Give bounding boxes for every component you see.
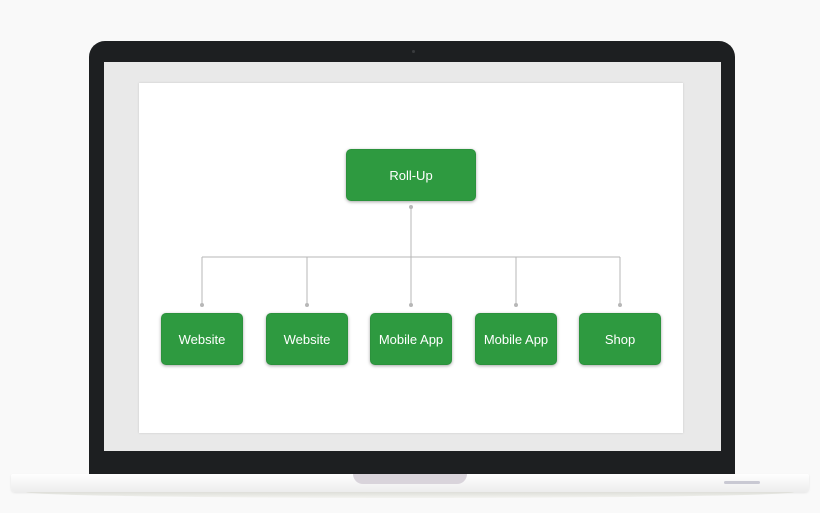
laptop-base-edge bbox=[26, 492, 794, 498]
laptop-indicator-light bbox=[724, 481, 760, 484]
node-website-1[interactable]: Website bbox=[161, 313, 243, 365]
laptop-notch bbox=[353, 474, 467, 484]
node-shop[interactable]: Shop bbox=[579, 313, 661, 365]
node-mobile-app-2[interactable]: Mobile App bbox=[475, 313, 557, 365]
node-mobile-app-1[interactable]: Mobile App bbox=[370, 313, 452, 365]
camera-icon bbox=[412, 50, 415, 53]
node-roll-up[interactable]: Roll-Up bbox=[346, 149, 476, 201]
diagram-canvas bbox=[139, 83, 683, 433]
node-website-2[interactable]: Website bbox=[266, 313, 348, 365]
